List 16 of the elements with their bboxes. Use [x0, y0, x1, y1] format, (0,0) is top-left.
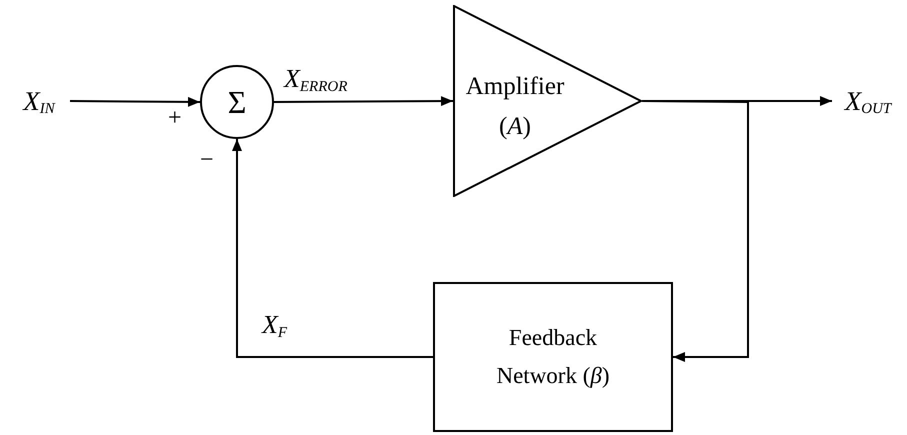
edge-label: X$_{F}$ [262, 312, 288, 338]
arrow [232, 139, 433, 358]
amplifier-label: Amplifier (A) [464, 72, 566, 142]
arrow [70, 96, 200, 107]
sign-label: − [200, 148, 214, 172]
edge-label: X$_{ERROR}$ [284, 66, 348, 92]
amplifier-triangle [453, 5, 642, 197]
feedback-label: Feedback Network (β) [495, 324, 611, 390]
feedback-box [433, 282, 673, 432]
summing-junction [200, 65, 274, 139]
sigma-symbol: Σ [228, 86, 246, 118]
arrow [642, 100, 749, 362]
arrow [274, 96, 453, 106]
sign-label: + [168, 106, 182, 130]
signal-label: X$_{IN}$ [23, 88, 55, 114]
signal-label: X$_{OUT}$ [844, 88, 892, 114]
